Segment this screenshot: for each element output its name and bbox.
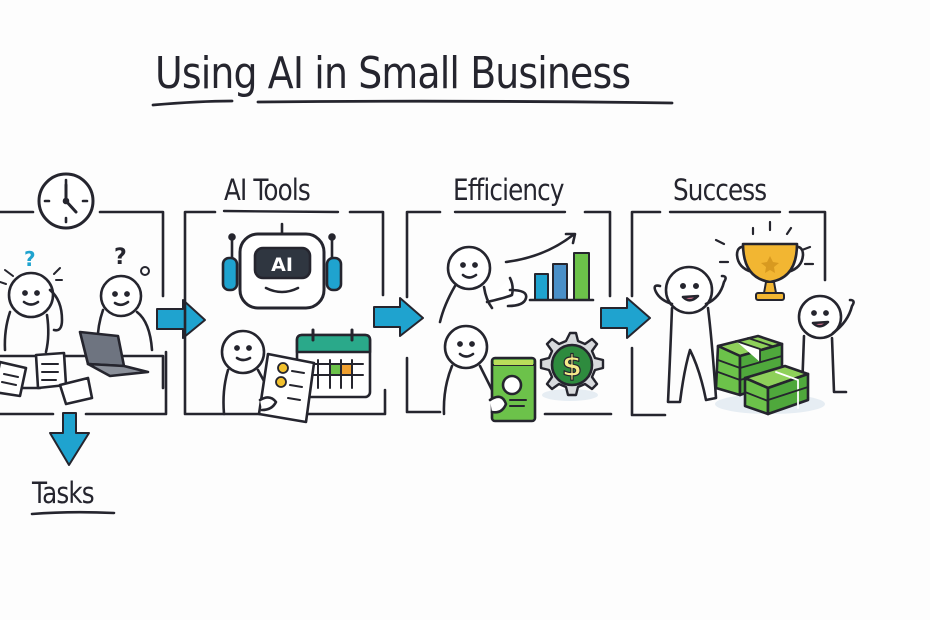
checklist-icon — [257, 352, 316, 424]
down-arrow-icon — [49, 412, 90, 466]
stage-label-tasks: Tasks — [32, 476, 95, 510]
frame-tasks: ? ? — [0, 172, 168, 516]
cheering-person-2 — [797, 294, 855, 394]
person-with-checklist — [220, 329, 274, 416]
stage-label-success: Success — [673, 173, 767, 207]
frame-success — [630, 210, 855, 417]
dollar-sign: $ — [562, 349, 582, 383]
right-arrow-icon — [600, 297, 651, 339]
title-underline — [151, 99, 674, 107]
ai-badge-text: AI — [271, 254, 293, 276]
clock-icon — [37, 172, 95, 230]
frame-efficiency: $ — [405, 212, 613, 423]
person-thumbs-up — [438, 245, 528, 324]
money-stacks-icon — [714, 334, 825, 416]
question-mark-icon: ? — [114, 245, 127, 270]
person-with-document — [442, 324, 494, 416]
confused-person-1: ? — [0, 247, 64, 354]
right-arrow-icon — [156, 299, 206, 339]
stage-label-efficiency: Efficiency — [453, 173, 564, 207]
bar-chart-icon — [504, 232, 595, 302]
right-arrow-icon — [373, 297, 424, 337]
frame-ai-tools: AI — [183, 209, 387, 424]
laptop-icon — [78, 330, 150, 378]
page-title: Using AI in Small Business — [155, 48, 631, 99]
ai-robot-icon: AI — [221, 222, 343, 310]
dollar-gear-icon: $ — [539, 331, 605, 401]
stage-label-ai-tools: AI Tools — [224, 173, 311, 207]
trophy-icon — [714, 220, 815, 301]
tasks-underline — [30, 510, 116, 516]
calendar-icon — [295, 328, 372, 399]
papers-icon — [0, 351, 94, 406]
question-mark-icon: ? — [24, 247, 36, 271]
document-icon — [488, 356, 537, 423]
cheering-person-1 — [653, 265, 727, 404]
ai-tools-underline — [222, 209, 340, 214]
